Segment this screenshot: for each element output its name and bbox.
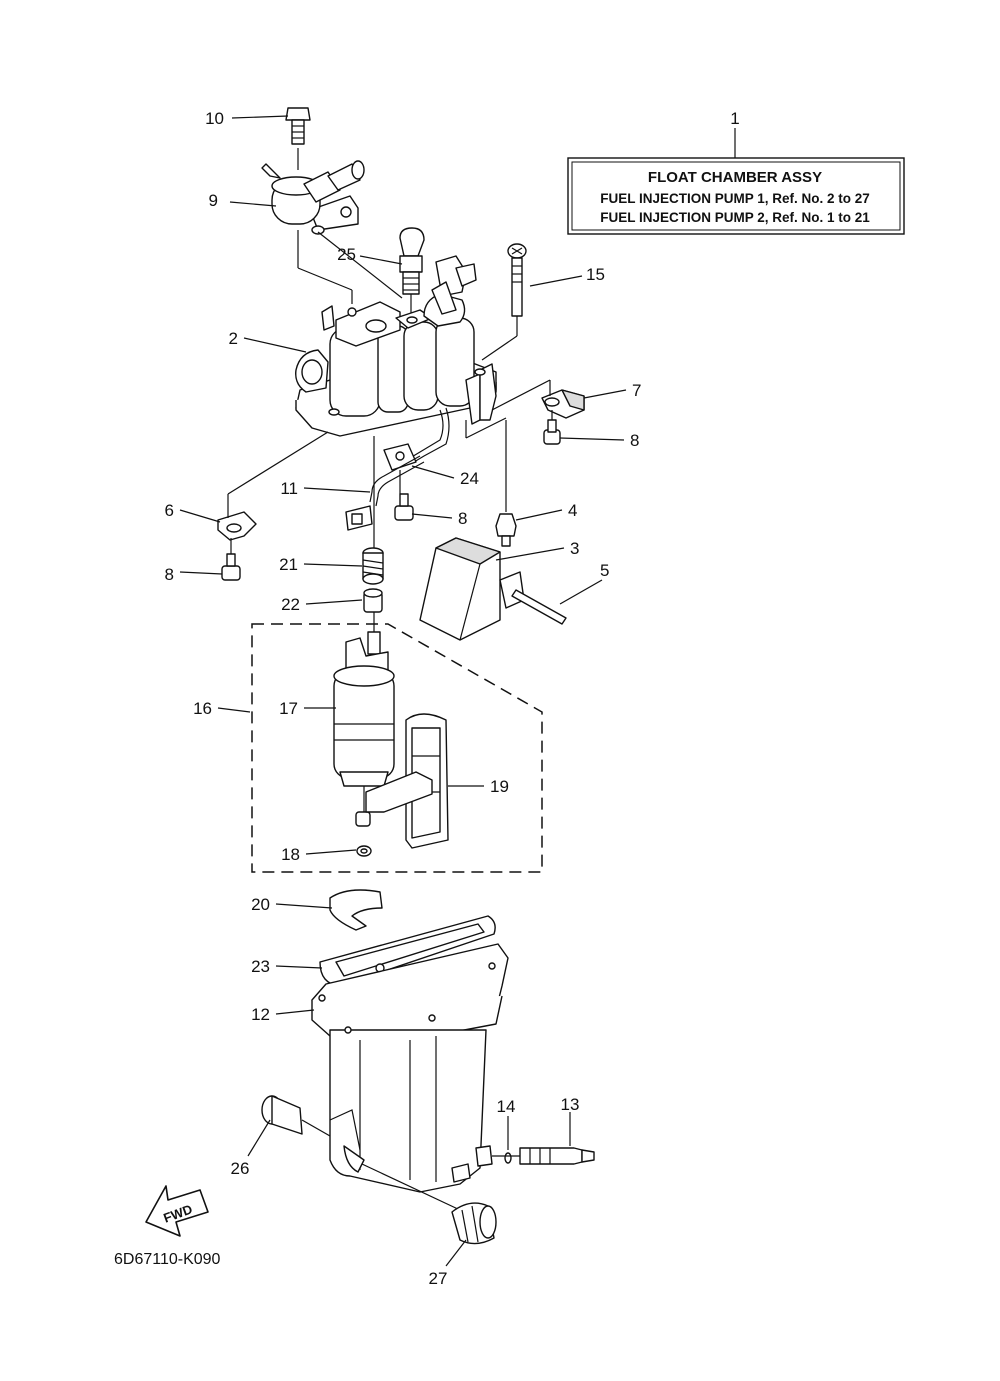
callout-14: 14 [497,1097,516,1116]
legend-line-2: FUEL INJECTION PUMP 2, Ref. No. 1 to 21 [600,210,870,225]
callout-23: 23 [251,957,270,976]
part-16-assy-outline [251,623,543,873]
callout-22: 22 [281,595,300,614]
callout-24: 24 [460,469,479,488]
callout-1: 1 [730,109,739,128]
legend-line-1: FUEL INJECTION PUMP 1, Ref. No. 2 to 27 [600,191,870,206]
callout-27: 27 [429,1269,448,1288]
callout-20: 20 [251,895,270,914]
part-12-float-chamber [311,943,509,1193]
legend-title: FLOAT CHAMBER ASSY [648,169,822,186]
callout-11: 11 [280,479,298,498]
callout-5: 5 [600,561,609,580]
diagram-code: 6D67110-K090 [114,1251,221,1268]
callout-8c: 8 [165,565,174,584]
callout-21: 21 [279,555,298,574]
part-4-fitting [495,513,517,547]
part-8-screw-c [221,553,241,581]
callout-25: 25 [337,245,356,264]
part-10-bolt [285,107,311,170]
part-11-wire-harness [345,455,425,531]
callout-10: 10 [205,109,224,128]
part-24-clamp [383,443,417,471]
fwd-arrow-icon: FWD [145,1185,209,1237]
part-13-drain-screw [492,1147,595,1165]
part-22-collar [363,588,383,613]
part-19-fuel-filter [365,713,449,849]
callout-18: 18 [281,845,300,864]
part-23-gasket [319,915,496,987]
part-5-pin [511,589,567,625]
callout-7: 7 [632,381,641,400]
callout-2: 2 [229,329,238,348]
callout-9: 9 [209,191,218,210]
part-7-bracket [491,379,585,419]
legend-box: 1 FLOAT CHAMBER ASSY FUEL INJECTION PUMP… [567,109,905,235]
callout-26: 26 [231,1159,250,1178]
callout-3: 3 [570,539,579,558]
part-21-spring [362,547,384,585]
part-14-o-ring [504,1152,512,1164]
part-26-plug [261,1095,331,1137]
callout-19: 19 [490,777,509,796]
part-3-cover [419,537,525,641]
part-15-screw [481,243,527,361]
callouts: 10 9 25 15 2 7 8 11 24 8 6 4 3 5 8 21 22 [165,109,642,1288]
callout-8b: 8 [458,509,467,528]
callout-6: 6 [165,501,174,520]
part-20-spacer [329,889,383,931]
part-8-screw-a [543,419,561,445]
callout-12: 12 [251,1005,270,1024]
part-25-sensor [399,227,425,320]
callout-15: 15 [586,265,605,284]
callout-17: 17 [279,699,298,718]
assembly-lines [227,230,553,632]
part-18-clip [356,845,372,857]
callout-13: 13 [561,1095,580,1114]
part-9-pressure-regulator [261,160,365,235]
part-6-bracket [217,511,257,541]
callout-16: 16 [193,699,212,718]
callout-8a: 8 [630,431,639,450]
part-8-screw-b [394,493,414,521]
part-17-fuel-pump [333,631,395,827]
callout-4: 4 [568,501,577,520]
part-2-pump-housing [295,255,497,463]
part-27-grommet [361,1163,497,1245]
